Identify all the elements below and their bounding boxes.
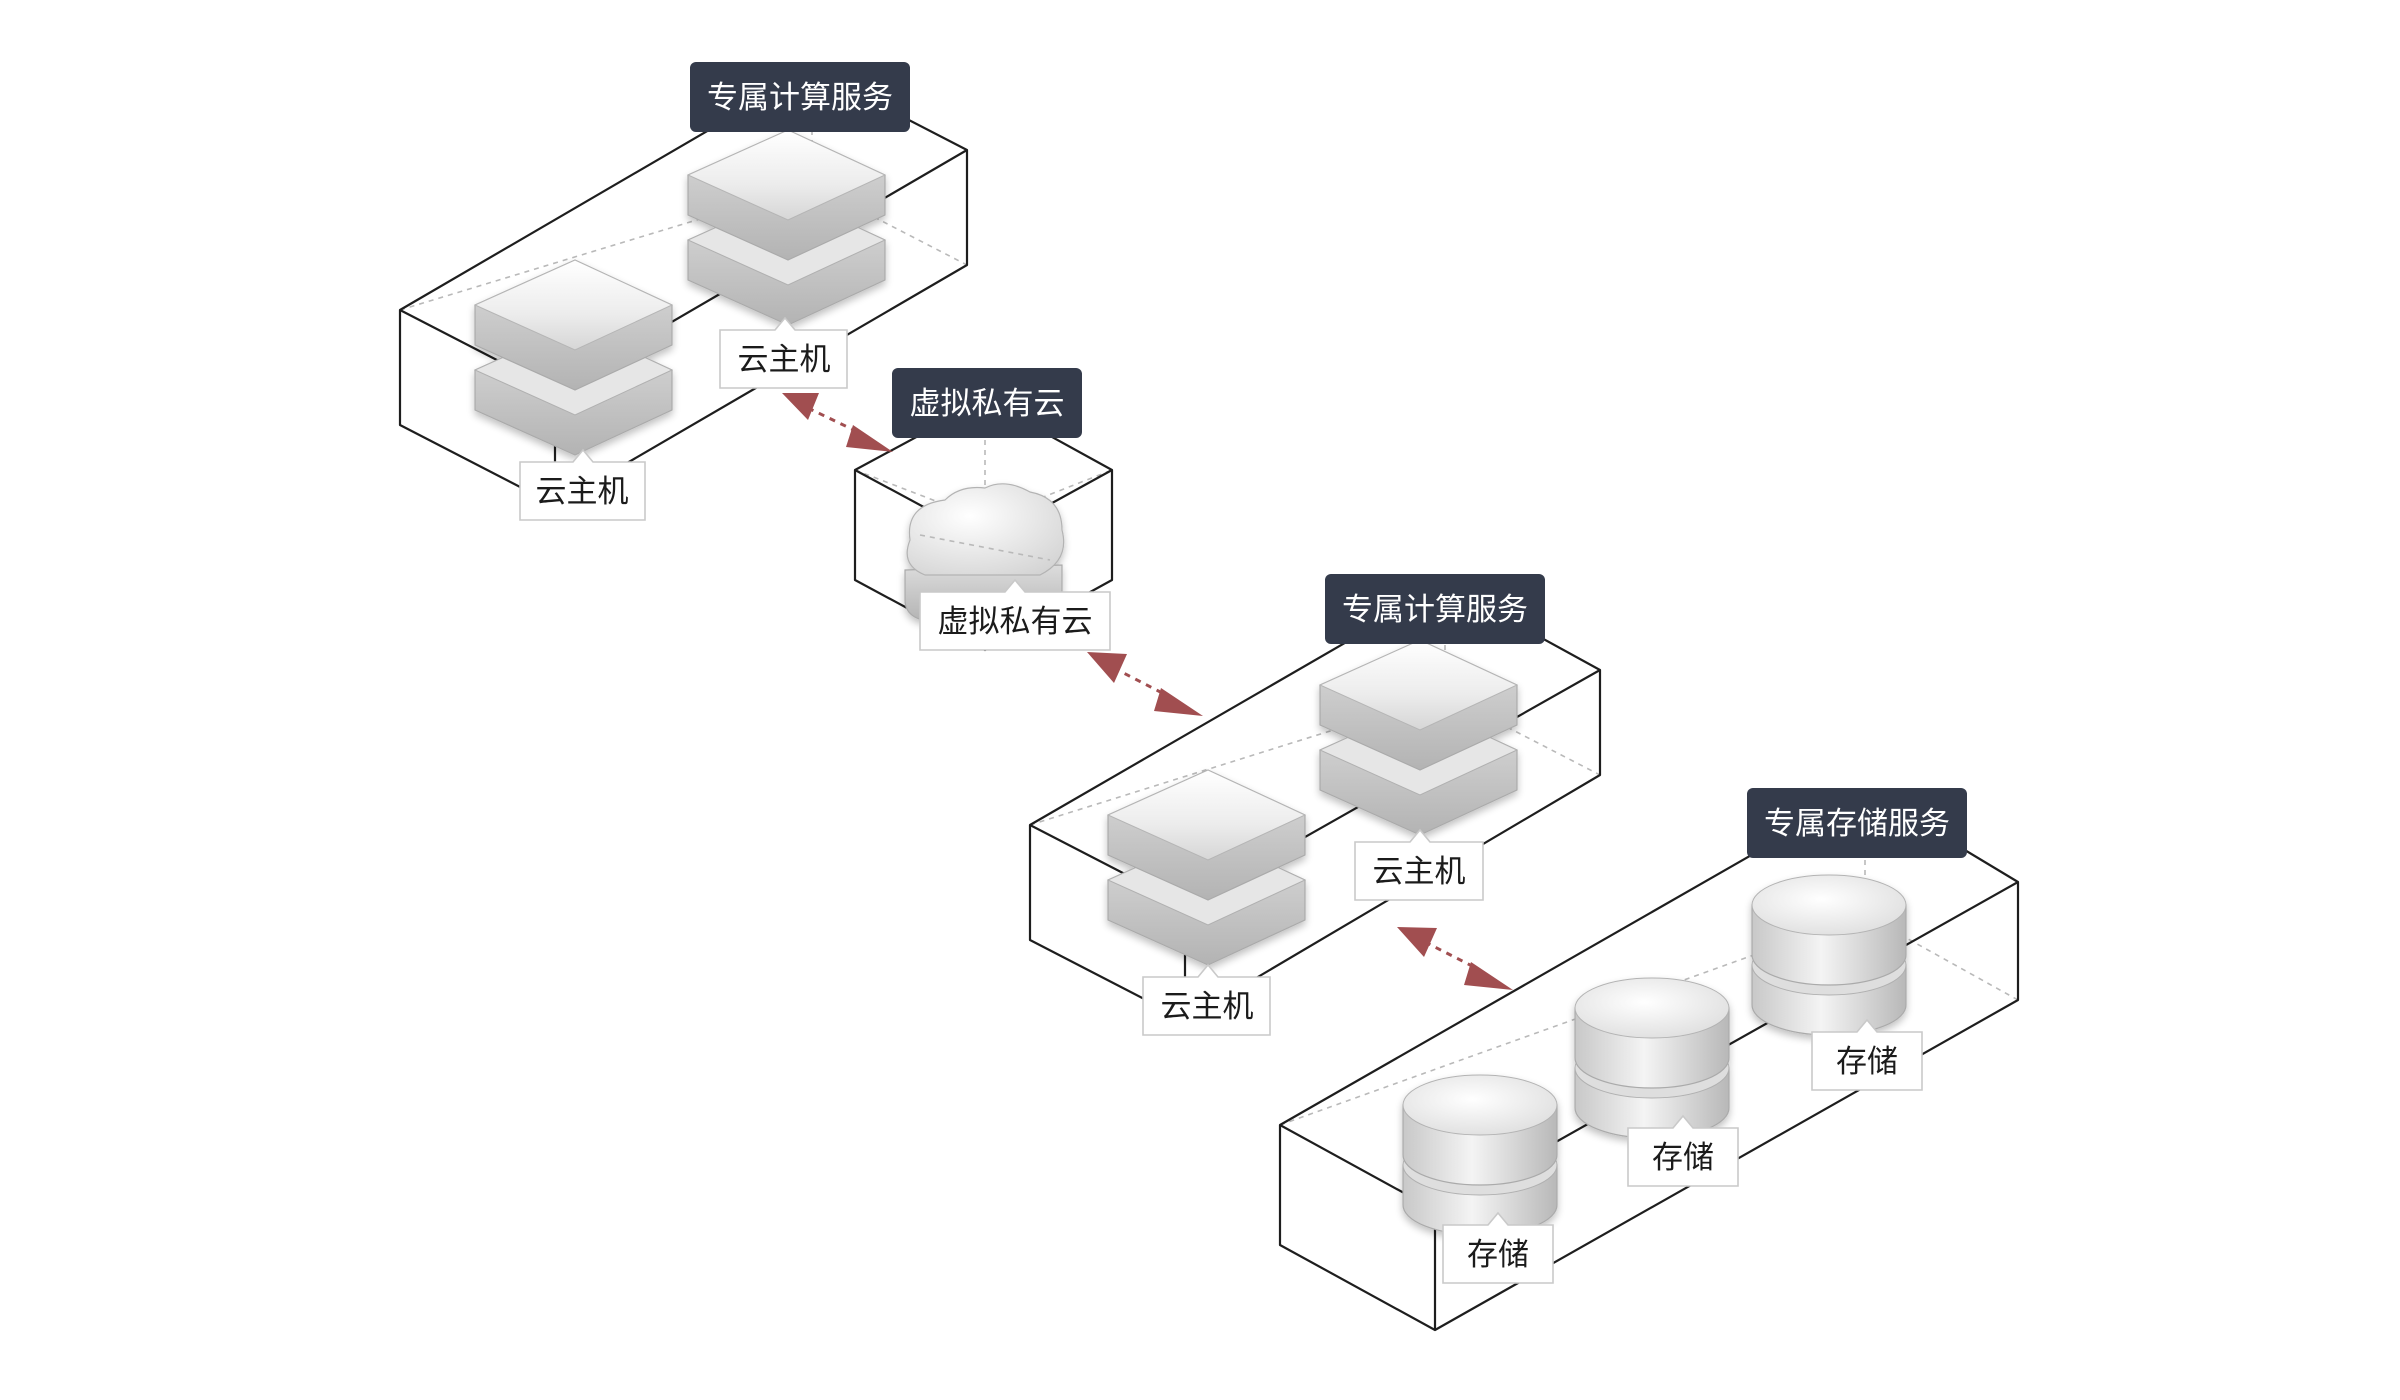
storage-disk-icon xyxy=(1751,874,1907,1036)
node-label-storage: 存储 xyxy=(1442,1211,1554,1284)
node-label-vpc: 虚拟私有云 xyxy=(919,578,1111,651)
node-label-storage: 存储 xyxy=(1627,1114,1739,1187)
group-label-storage: 专属存储服务 xyxy=(1747,788,1967,858)
storage-group: 专属存储服务 存储 存储 存储 xyxy=(1278,788,2020,1332)
node-label-vm: 云主机 xyxy=(719,316,848,389)
svg-text:云主机: 云主机 xyxy=(536,474,629,510)
group-label-compute-a: 专属计算服务 xyxy=(690,62,910,132)
arrow-head-icon xyxy=(782,393,819,420)
svg-text:存储: 存储 xyxy=(1836,1044,1898,1080)
storage-disk-icon xyxy=(1574,977,1730,1139)
connector-compute-b-storage xyxy=(1397,927,1513,990)
svg-text:专属计算服务: 专属计算服务 xyxy=(707,80,893,116)
arrow-head-icon xyxy=(1154,688,1203,716)
svg-text:专属存储服务: 专属存储服务 xyxy=(1764,806,1950,842)
server-icon xyxy=(473,259,674,456)
node-label-vm: 云主机 xyxy=(1142,963,1271,1036)
connector-vpc-compute-b xyxy=(1087,652,1203,716)
node-label-storage: 存储 xyxy=(1811,1018,1923,1091)
svg-text:虚拟私有云: 虚拟私有云 xyxy=(938,604,1093,640)
arrow-head-icon xyxy=(1397,927,1437,957)
server-icon xyxy=(1106,769,1307,966)
node-label-vm: 云主机 xyxy=(519,448,646,521)
compute-group-a: 专属计算服务 云主机 云主机 xyxy=(398,62,969,521)
vpc-group: 虚拟私有云 虚拟私有云 xyxy=(853,368,1114,652)
server-icon xyxy=(686,129,887,326)
compute-group-b: 专属计算服务 云主机 云主机 xyxy=(1028,574,1602,1036)
arrow-head-icon xyxy=(1087,652,1127,683)
svg-text:云主机: 云主机 xyxy=(738,342,831,378)
svg-text:存储: 存储 xyxy=(1652,1140,1714,1176)
arrow-head-icon xyxy=(846,425,893,452)
group-label-vpc: 虚拟私有云 xyxy=(892,368,1082,438)
storage-disk-icon xyxy=(1402,1074,1558,1236)
connector-compute-a-vpc xyxy=(782,393,893,452)
arrow-head-icon xyxy=(1464,962,1513,990)
svg-text:存储: 存储 xyxy=(1467,1237,1529,1273)
node-label-vm: 云主机 xyxy=(1354,828,1484,901)
svg-text:云主机: 云主机 xyxy=(1161,989,1254,1025)
svg-text:专属计算服务: 专属计算服务 xyxy=(1342,592,1528,628)
svg-text:虚拟私有云: 虚拟私有云 xyxy=(910,386,1065,422)
svg-text:云主机: 云主机 xyxy=(1373,854,1466,890)
group-label-compute-b: 专属计算服务 xyxy=(1325,574,1545,644)
